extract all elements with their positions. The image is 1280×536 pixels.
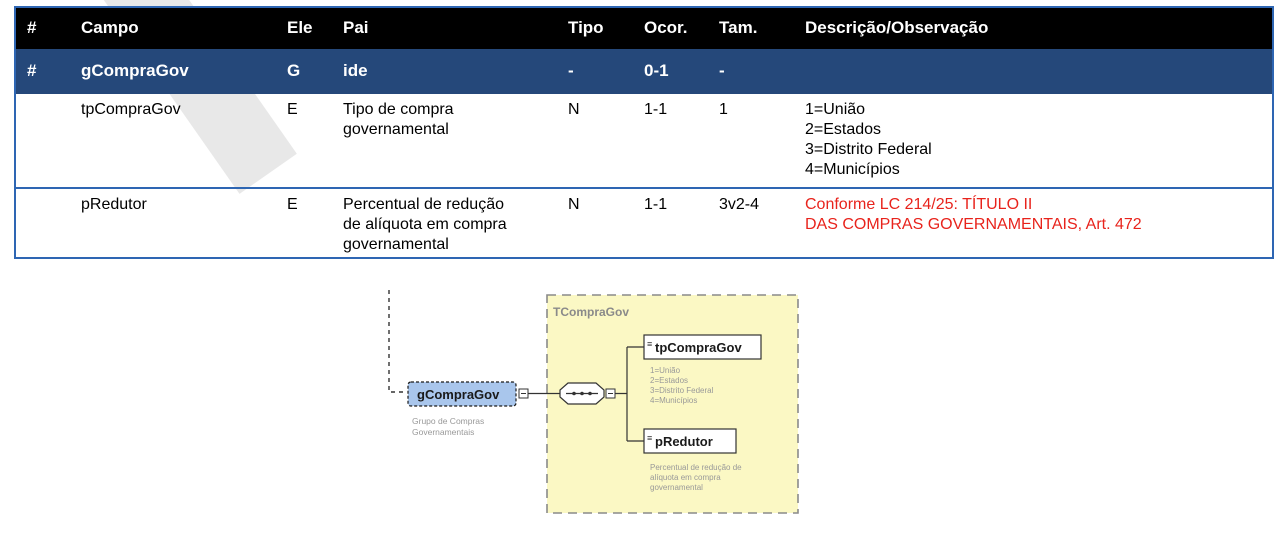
cell-ele: G bbox=[287, 61, 301, 80]
col-header-num: # bbox=[27, 18, 37, 37]
sequence-compositor-icon bbox=[559, 382, 605, 405]
element-predutor-box[interactable] bbox=[643, 428, 737, 454]
cell-campo: pRedutor bbox=[81, 196, 147, 213]
table-group-row: # gCompraGov G ide - 0-1 - bbox=[16, 49, 1272, 94]
table-row: pRedutor E Percentual de redução de alíq… bbox=[16, 189, 1272, 259]
schema-table: # Campo Ele Pai Tipo Ocor. Tam. Descriçã… bbox=[14, 6, 1274, 259]
element-predutor-doc: governamental bbox=[650, 483, 703, 492]
collapse-toggle-icon[interactable] bbox=[518, 388, 529, 399]
cell-pai: Percentual de redução de alíquota em com… bbox=[343, 196, 507, 253]
type-name-label: TCompraGov bbox=[553, 305, 629, 319]
branch-lines bbox=[615, 346, 644, 442]
cell-tam: 3v2-4 bbox=[719, 196, 760, 213]
cell-pai: Tipo de compra governamental bbox=[343, 101, 454, 138]
col-header-ocor: Ocor. bbox=[644, 18, 688, 37]
cell-ele: E bbox=[287, 196, 298, 213]
cell-campo: gCompraGov bbox=[81, 61, 189, 80]
element-tpcompragov-label: tpCompraGov bbox=[655, 340, 742, 355]
cell-pai: ide bbox=[343, 61, 368, 80]
cell-ele: E bbox=[287, 101, 298, 118]
cell-ocor: 1-1 bbox=[644, 196, 668, 213]
col-header-campo: Campo bbox=[81, 18, 139, 37]
root-element-label: gCompraGov bbox=[417, 387, 500, 402]
cell-ocor: 0-1 bbox=[644, 61, 669, 80]
element-predutor-doc: Percentual de redução de bbox=[650, 463, 742, 472]
root-element-box[interactable] bbox=[407, 381, 517, 407]
table-header-row: # Campo Ele Pai Tipo Ocor. Tam. Descriçã… bbox=[16, 8, 1272, 49]
element-tpcompragov-doc: 1=União bbox=[650, 366, 681, 375]
cell-campo: tpCompraGov bbox=[81, 101, 181, 118]
row-divider bbox=[16, 187, 1272, 189]
lines-icon: ≡ bbox=[647, 339, 652, 349]
col-header-desc: Descrição/Observação bbox=[805, 18, 989, 37]
element-tpcompragov-doc: 2=Estados bbox=[650, 376, 688, 385]
col-header-tipo: Tipo bbox=[568, 18, 604, 37]
cell-desc: 1=União 2=Estados 3=Distrito Federal 4=M… bbox=[805, 101, 932, 178]
root-doc-line1: Grupo de Compras bbox=[412, 416, 484, 426]
sequence-toggle-icon[interactable] bbox=[605, 388, 616, 399]
col-header-ele: Ele bbox=[287, 18, 313, 37]
parent-connector bbox=[388, 290, 407, 393]
cell-tipo: N bbox=[568, 101, 580, 118]
root-doc-line2: Governamentais bbox=[412, 427, 474, 437]
cell-tam: - bbox=[719, 61, 725, 80]
table-row: tpCompraGov E Tipo de compra governament… bbox=[16, 94, 1272, 187]
cell-ocor: 1-1 bbox=[644, 101, 668, 118]
col-header-tam: Tam. bbox=[719, 18, 758, 37]
col-header-pai: Pai bbox=[343, 18, 369, 37]
cell-tipo: N bbox=[568, 196, 580, 213]
cell-num: # bbox=[27, 61, 37, 80]
cell-desc: Conforme LC 214/25: TÍTULO II DAS COMPRA… bbox=[805, 196, 1142, 233]
element-predutor-doc: alíquota em compra bbox=[650, 473, 721, 482]
cell-tam: 1 bbox=[719, 101, 728, 118]
cell-tipo: - bbox=[568, 61, 574, 80]
element-predutor-label: pRedutor bbox=[655, 434, 713, 449]
element-tpcompragov-doc: 3=Distrito Federal bbox=[650, 386, 714, 395]
lines-icon: ≡ bbox=[647, 433, 652, 443]
element-tpcompragov-doc: 4=Municípios bbox=[650, 396, 697, 405]
element-tpcompragov-box[interactable] bbox=[643, 334, 762, 360]
